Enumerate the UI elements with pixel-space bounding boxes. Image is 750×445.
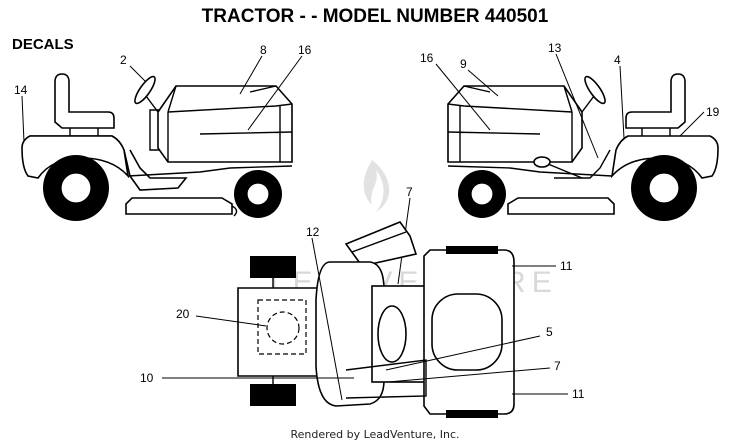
callout-19: 19 xyxy=(706,105,720,119)
front-bumper-top-upper xyxy=(446,246,498,254)
callout-13: 13 xyxy=(548,41,562,55)
rear-tire-top-upper xyxy=(250,256,296,278)
callout-7-lower: 7 xyxy=(554,359,561,373)
footer-credit: Rendered by LeadVenture, Inc. xyxy=(290,428,460,441)
front-bumper-top-lower xyxy=(446,410,498,418)
callout-16-right: 16 xyxy=(420,51,434,65)
watermark-flame-icon xyxy=(363,160,390,212)
seat-base-top xyxy=(315,261,385,407)
callout-16-left: 16 xyxy=(298,43,312,57)
callout-8: 8 xyxy=(260,43,267,57)
tractor-top-view: 12 20 10 5 7 11 11 xyxy=(140,221,585,418)
callout-20: 20 xyxy=(176,307,190,321)
callout-5: 5 xyxy=(546,325,553,339)
hood-left xyxy=(157,85,293,163)
decal-20-outline xyxy=(257,299,307,355)
callout-12: 12 xyxy=(306,225,320,239)
seat-left xyxy=(54,73,115,129)
callout-4: 4 xyxy=(614,53,621,67)
tractor-right-side-view: 16 9 13 4 19 7 xyxy=(397,41,720,285)
tractor-left-side-view: 14 2 8 16 xyxy=(14,43,312,221)
section-label: DECALS xyxy=(12,36,74,53)
callout-7-upper: 7 xyxy=(406,185,413,199)
callout-14: 14 xyxy=(14,83,28,97)
mower-deck-left xyxy=(125,197,233,215)
seat-back-top xyxy=(344,221,418,267)
rear-tire-top-lower xyxy=(250,384,296,406)
callout-10: 10 xyxy=(140,371,154,385)
callout-11-upper: 11 xyxy=(560,259,573,273)
callout-11-lower: 11 xyxy=(572,387,585,401)
hood-grille-top xyxy=(431,293,503,371)
callout-9: 9 xyxy=(460,57,467,71)
page-title: TRACTOR - - MODEL NUMBER 440501 xyxy=(201,6,549,27)
steering-wheel-left xyxy=(134,75,156,105)
callout-2: 2 xyxy=(120,53,127,67)
